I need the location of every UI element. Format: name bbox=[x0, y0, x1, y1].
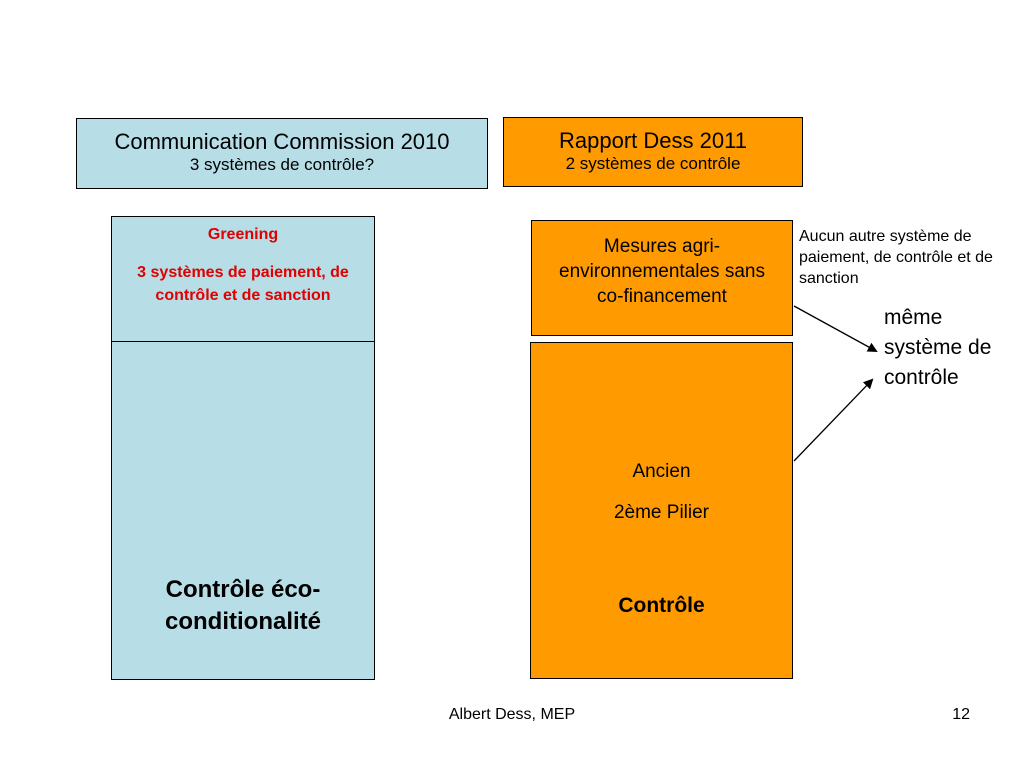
ancien-line-2: 2ème Pilier bbox=[613, 502, 710, 523]
page-number: 12 bbox=[952, 706, 970, 723]
rapport-subtitle: 2 systèmes de contrôle bbox=[565, 154, 741, 173]
ancien-box: Ancien 2ème Pilier Contrôle bbox=[530, 342, 793, 679]
greening-subtitle: 3 systèmes de paiement, de contrôle et d… bbox=[137, 264, 349, 304]
ancien-line-1: Ancien bbox=[632, 461, 691, 482]
rapport-box: Rapport Dess 2011 2 systèmes de contrôle bbox=[503, 117, 803, 187]
rapport-title: Rapport Dess 2011 bbox=[559, 128, 747, 153]
commission-subtitle: 3 systèmes de contrôle? bbox=[189, 155, 375, 174]
greening-divider bbox=[112, 341, 374, 342]
mesures-box: Mesures agri-environnementales sans co-f… bbox=[531, 220, 793, 336]
greening-title: Greening bbox=[207, 226, 279, 243]
arrow-ancien-to-label bbox=[793, 378, 874, 462]
arrow-mesures-to-label bbox=[793, 305, 878, 352]
commission-box: Communication Commission 2010 3 systèmes… bbox=[76, 118, 488, 189]
greening-box: Greening 3 systèmes de paiement, de cont… bbox=[111, 216, 375, 680]
greening-main-text: Contrôle éco-conditionalité bbox=[165, 576, 321, 635]
mesures-text: Mesures agri-environnementales sans co-f… bbox=[559, 236, 765, 307]
same-system-label: même système de contrôle bbox=[884, 306, 992, 389]
footer-author: Albert Dess, MEP bbox=[448, 706, 576, 723]
note-text: Aucun autre système de paiement, de cont… bbox=[799, 228, 993, 287]
ancien-line-3: Contrôle bbox=[618, 594, 705, 617]
commission-title: Communication Commission 2010 bbox=[114, 129, 450, 154]
